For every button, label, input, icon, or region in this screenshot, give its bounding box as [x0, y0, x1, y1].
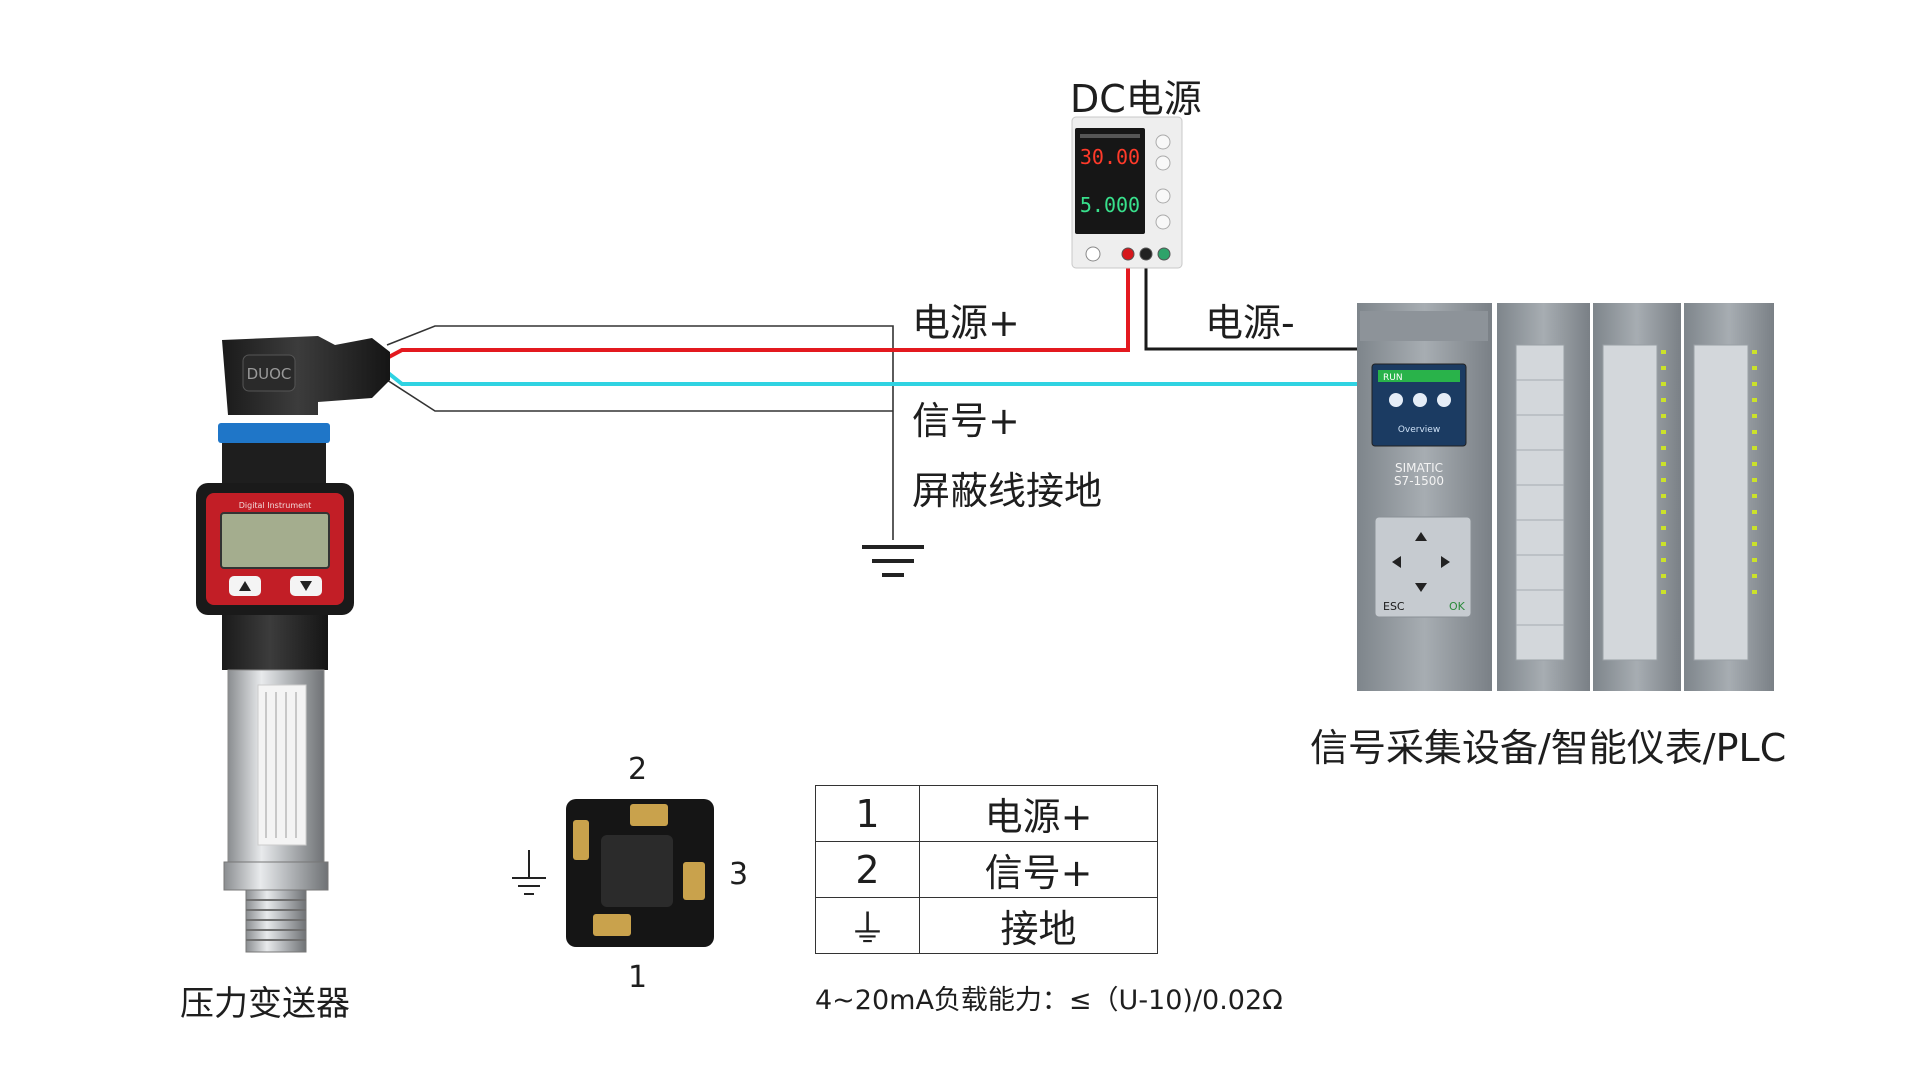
- dc-power-supply: 30.00 5.000: [1071, 116, 1183, 269]
- lcd-screen: [220, 512, 330, 569]
- positive-terminal: [1121, 247, 1135, 261]
- esc-key[interactable]: ESC: [1383, 600, 1405, 613]
- fine-current-knob[interactable]: [1155, 214, 1171, 230]
- pin-function-table: 1 电源+ 2 信号+ ⏚ 接地: [815, 785, 1158, 954]
- pin-number-cell: 2: [815, 841, 920, 898]
- power-plus-label: 电源+: [912, 301, 1020, 345]
- pin-3-contact: [683, 862, 705, 900]
- shield-wire-lower: [386, 379, 893, 412]
- power-minus-label: 电源-: [1205, 301, 1295, 345]
- plc-model-line2: S7-1500: [1394, 474, 1444, 488]
- pin-function-cell: 接地: [919, 897, 1158, 954]
- nav-down-key[interactable]: [1415, 583, 1427, 592]
- pin-2-contact: [630, 804, 668, 826]
- connector-face: [566, 799, 714, 947]
- wires: [385, 258, 1372, 540]
- nav-up-key[interactable]: [1415, 532, 1427, 541]
- table-row: 2 信号+: [815, 841, 1158, 898]
- pin-number-cell: 1: [815, 785, 920, 842]
- shield-ground-label: 屏蔽线接地: [912, 469, 1103, 513]
- current-knob[interactable]: [1155, 188, 1171, 204]
- connector-pin-3-label: 3: [729, 857, 749, 892]
- signal-plus-wire: [385, 370, 1372, 386]
- signal-plus-label: 信号+: [912, 399, 1020, 443]
- ground-symbol-cell: ⏚: [815, 897, 920, 954]
- voltage-readout: 30.00: [1080, 145, 1140, 169]
- pin-1-contact: [593, 914, 631, 936]
- current-readout: 5.000: [1080, 193, 1140, 217]
- voltage-knob[interactable]: [1155, 134, 1171, 150]
- ground-terminal: [1157, 247, 1171, 261]
- pin-function-cell: 电源+: [919, 785, 1158, 842]
- transmitter-label: 压力变送器: [180, 984, 350, 1024]
- negative-terminal: [1139, 247, 1153, 261]
- brand-logo: DUOC: [247, 365, 292, 383]
- power-switch[interactable]: [1085, 246, 1101, 262]
- power-supply-title: DC电源: [1070, 77, 1202, 121]
- plc-s7-1500: RUN Overview SIMATIC S7-1500 ESC OK: [1357, 303, 1774, 691]
- fine-voltage-knob[interactable]: [1155, 155, 1171, 171]
- power-minus-wire: [1144, 258, 1372, 351]
- plc-label: 信号采集设备/智能仪表/PLC: [1310, 726, 1787, 770]
- pressure-transmitter: DUOC Digital Instrument: [196, 336, 390, 953]
- table-row: 1 电源+: [815, 785, 1158, 842]
- plc-model-line1: SIMATIC: [1395, 461, 1443, 475]
- power-plus-wire: [386, 258, 1130, 360]
- pin-function-cell: 信号+: [919, 841, 1158, 898]
- cpu-run-status: RUN: [1383, 373, 1403, 383]
- connector-pin-2-label: 2: [628, 752, 648, 787]
- connector-pin-1-label: 1: [628, 960, 648, 995]
- cpu-screen-caption: Overview: [1398, 425, 1440, 435]
- table-row: ⏚ 接地: [815, 897, 1158, 954]
- shield-wire-upper: [386, 325, 894, 540]
- ok-key[interactable]: OK: [1449, 600, 1466, 613]
- nav-right-key[interactable]: [1441, 556, 1450, 568]
- ground-contact: [573, 820, 589, 860]
- load-capacity-note: 4~20mA负载能力：≤（U-10)/0.02Ω: [815, 985, 1283, 1016]
- connector-ground-icon: [512, 850, 546, 895]
- display-caption: Digital Instrument: [239, 501, 312, 510]
- ground-symbol: [862, 545, 924, 577]
- nav-left-key[interactable]: [1392, 556, 1401, 568]
